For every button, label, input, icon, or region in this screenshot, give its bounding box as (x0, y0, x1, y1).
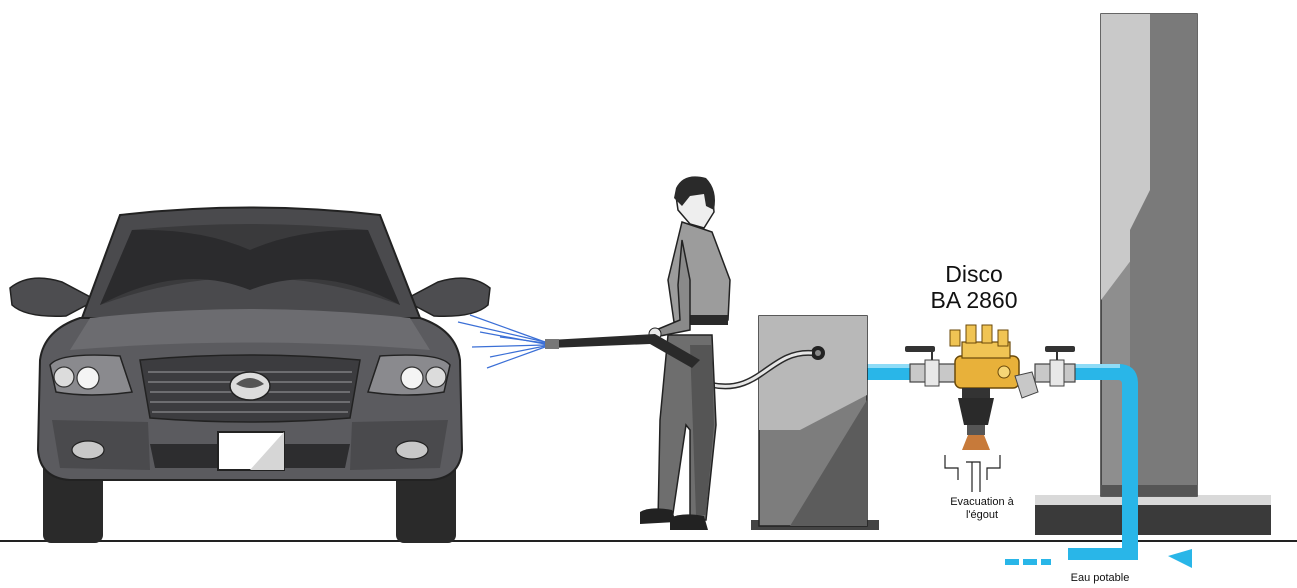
water-spray (457, 314, 546, 369)
device-name-line2: BA 2860 (931, 287, 1018, 313)
backflow-preventer-icon (905, 324, 1076, 492)
car-illustration (9, 206, 491, 543)
potable-water-label: Eau potable (1071, 572, 1130, 584)
wash-unit-illustration (678, 315, 879, 530)
drain-label-line2: l'égout (966, 509, 998, 521)
drain-label-line1: Evacuation à (950, 496, 1014, 508)
wall-illustration (1035, 13, 1271, 535)
spray-wand (545, 334, 700, 368)
water-flow-arrow-icon (1168, 549, 1192, 568)
device-name-line1: Disco (945, 261, 1003, 287)
